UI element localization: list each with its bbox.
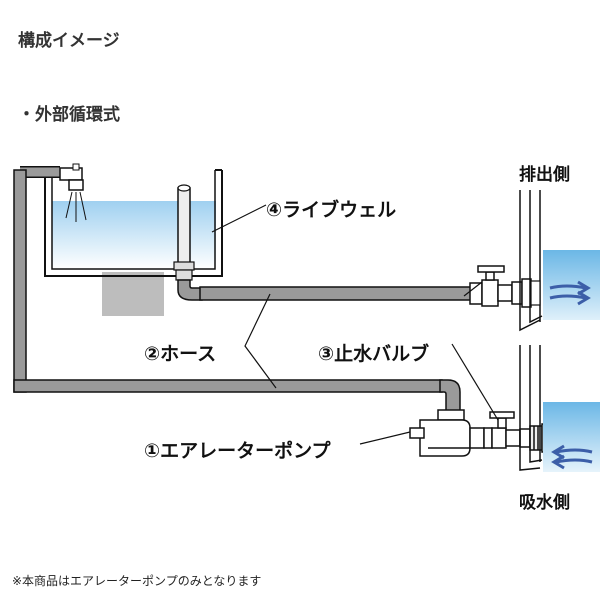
footnote: ※本商品はエアレーターポンプのみとなります: [12, 574, 262, 588]
discharge-hose: [199, 286, 473, 301]
standpipe-elbow: [177, 279, 203, 301]
valve-label: ③止水バルブ: [318, 343, 430, 365]
hose-label: ②ホース: [144, 343, 217, 365]
outlet-valve: [469, 265, 532, 308]
livewell-label: ④ライブウェル: [266, 199, 397, 221]
spray-lines: [65, 191, 87, 222]
tank-inner-wall: [51, 170, 216, 270]
pump-outlet-elbow: [439, 379, 461, 413]
tank-stand: [102, 272, 164, 316]
outlet-flow-arrows: [549, 280, 591, 306]
standpipe: [177, 187, 191, 267]
inlet-hull: [519, 345, 541, 471]
tank-water: [52, 201, 216, 269]
inlet-flow-arrows: [551, 444, 593, 470]
tank-outer-wall: [44, 170, 223, 277]
pump-label: ①エアレーターポンプ: [144, 440, 331, 462]
page-subtitle: ・外部循環式: [18, 105, 120, 125]
inlet-valve: [489, 411, 553, 453]
inlet-side-label: 吸水側: [519, 493, 570, 513]
page-title: 構成イメージ: [18, 31, 120, 51]
leader-lines: [211, 204, 499, 445]
outlet-side-label: 排出側: [519, 165, 570, 185]
return-hose-vertical: [13, 169, 27, 393]
pump-return-hose: [13, 379, 443, 393]
aerator-pump: [409, 409, 493, 457]
outlet-hull: [519, 190, 541, 332]
